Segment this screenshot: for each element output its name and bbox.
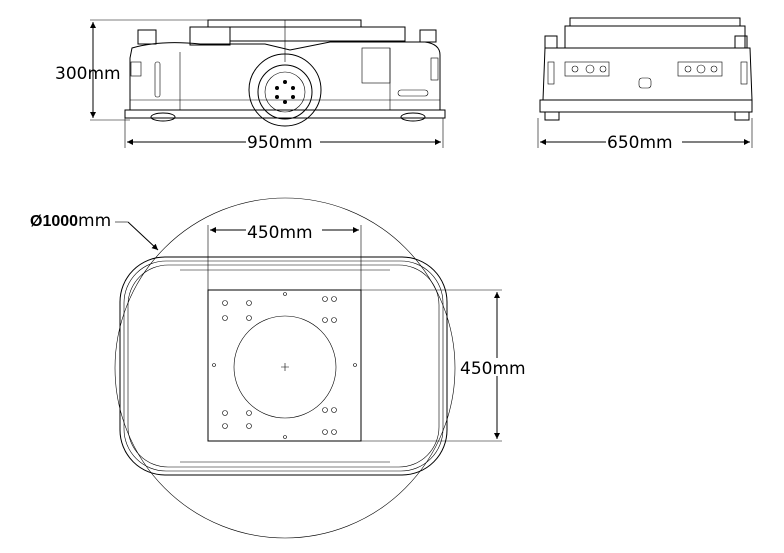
height-label: 300mm	[55, 64, 121, 84]
width-dimension: 650mm	[537, 118, 753, 153]
length-label: 950mm	[247, 133, 313, 153]
plate-depth-label: 450mm	[460, 359, 526, 379]
plate-width-label: 450mm	[247, 223, 313, 243]
height-dimension: 300mm	[55, 19, 208, 121]
diameter-callout: Ø1000mm	[30, 211, 159, 251]
side-view	[124, 19, 446, 127]
width-label: 650mm	[607, 133, 673, 153]
length-dimension: 950mm	[124, 118, 444, 153]
top-view	[114, 197, 456, 539]
diameter-label: Ø1000mm	[30, 211, 111, 231]
front-view	[539, 17, 753, 121]
plate-width-dimension: 450mm	[207, 222, 362, 290]
mounting-holes	[212, 292, 357, 439]
plate-depth-dimension: 450mm	[361, 289, 535, 442]
